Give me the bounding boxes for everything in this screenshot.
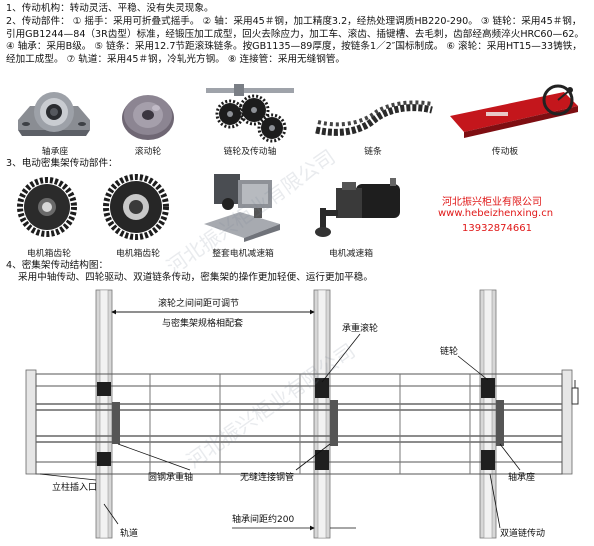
vertical-rails [95, 289, 497, 539]
motor-reducer-photo [312, 174, 408, 240]
chain-photo [312, 100, 436, 138]
company-name: 河北振兴柜业有限公司 [442, 197, 542, 208]
gearbox-set-photo [200, 172, 286, 242]
transmission-structure-diagram: 滚轮之间间距可调节 与密集架规格相配套 承重滚轮 链轮 立柱插入口 圆钢承重轴 … [25, 289, 579, 539]
label-round-steel-shaft: 圆钢承重轴 [148, 471, 193, 483]
roller-wheel-photo [118, 88, 178, 142]
bearing-seat-photo [14, 86, 94, 141]
section-4-text: 4、密集架传动结构图： [6, 260, 109, 271]
company-url[interactable]: www.hebeizhenxing.cn [438, 208, 554, 219]
caption-motor-reducer: 电机减速箱 [329, 249, 373, 259]
label-double-chain: 双道链传动 [500, 527, 545, 539]
caption-drive-plate: 传动板 [491, 147, 519, 157]
section-4-subtext: 采用中轴传动、四轮驱动、双道链条传动，密集架的操作更加轻便、运行更加平稳。 [18, 272, 373, 283]
label-bearing-spacing: 轴承间距约200 [232, 513, 294, 525]
label-upright-entry: 立柱插入口 [52, 481, 97, 493]
section-3-text: 3、电动密集架传动部件： [6, 158, 118, 169]
label-seamless-tube: 无缝连接钢管 [240, 471, 294, 483]
label-rail: 轨道 [120, 527, 138, 539]
motor-gear-large-photo [100, 174, 172, 240]
motor-gear-small-photo [16, 176, 78, 238]
label-roller-gap-1: 滚轮之间间距可调节 [158, 297, 239, 309]
caption-gearbox-set: 整套电机减速箱 [212, 249, 274, 259]
label-sprocket: 链轮 [440, 345, 458, 357]
caption-chain: 链条 [364, 147, 382, 157]
sprocket-shaft-photo [204, 84, 296, 144]
label-bearing-roller: 承重滚轮 [342, 322, 378, 334]
caption-bearing-seat: 轴承座 [41, 147, 69, 157]
caption-sprocket-shaft: 链轮及传动轴 [223, 147, 277, 157]
label-bearing-seat: 轴承座 [508, 471, 535, 483]
section-2-text: 2、传动部件： ① 摇手：采用可折叠式摇手。 ② 轴：采用45＃钢，加工精度3.… [6, 16, 585, 65]
drive-plate-photo [446, 84, 586, 142]
caption-roller-wheel: 滚动轮 [134, 147, 162, 157]
label-roller-gap-2: 与密集架规格相配套 [162, 317, 243, 329]
company-phone: 13932874661 [462, 223, 532, 234]
caption-motor-gear-1: 电机箱齿轮 [27, 249, 71, 259]
section-1-text: 1、传动机构：转动灵活、平稳、没有失灵现象。 [6, 3, 214, 14]
caption-motor-gear-2: 电机箱齿轮 [116, 249, 160, 259]
